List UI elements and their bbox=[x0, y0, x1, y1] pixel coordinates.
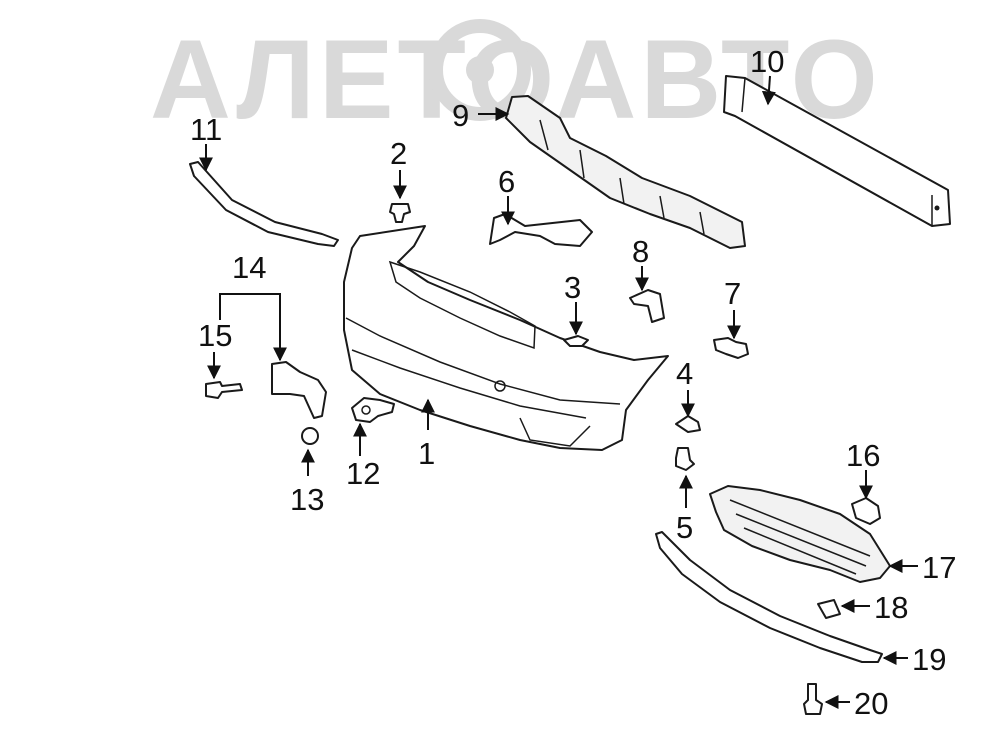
callout-4: 4 bbox=[676, 356, 693, 391]
callout-16: 16 bbox=[846, 438, 880, 473]
callout-5: 5 bbox=[676, 510, 693, 545]
callout-labels: 1 2 3 4 5 6 7 8 9 10 11 12 13 14 15 16 1… bbox=[190, 44, 956, 721]
part-9-energy-absorber bbox=[505, 95, 746, 249]
part-7-screw bbox=[713, 337, 749, 359]
callout-11: 11 bbox=[190, 112, 222, 147]
callout-6: 6 bbox=[498, 164, 515, 199]
callout-12: 12 bbox=[346, 456, 380, 491]
callout-19: 19 bbox=[912, 642, 946, 677]
callout-8: 8 bbox=[632, 234, 649, 269]
callout-3: 3 bbox=[564, 270, 581, 305]
part-11-molding-strip bbox=[189, 161, 339, 247]
callout-7: 7 bbox=[724, 276, 741, 311]
part-2-clip bbox=[389, 203, 411, 223]
part-17-under-cover bbox=[709, 485, 891, 583]
callout-13: 13 bbox=[290, 482, 324, 517]
part-8-spacer bbox=[629, 289, 665, 323]
part-3-clip bbox=[563, 335, 589, 347]
callout-9: 9 bbox=[452, 98, 469, 133]
callout-17: 17 bbox=[922, 550, 956, 585]
part-5-push-clip bbox=[675, 447, 695, 471]
callout-10: 10 bbox=[750, 44, 784, 79]
part-4-retainer bbox=[675, 415, 701, 433]
callout-18: 18 bbox=[874, 590, 908, 625]
part-15-bolt bbox=[205, 381, 243, 399]
callout-15: 15 bbox=[198, 318, 232, 353]
callout-20: 20 bbox=[854, 686, 888, 721]
part-18-nut bbox=[817, 599, 841, 619]
part-6-bracket bbox=[489, 213, 593, 247]
part-10-reinforcement-bar bbox=[723, 75, 951, 227]
part-20-bolt bbox=[803, 683, 823, 715]
part-13-plug bbox=[301, 427, 319, 445]
leader-lines bbox=[199, 75, 918, 709]
part-12-bracket bbox=[351, 397, 395, 423]
callout-14: 14 bbox=[232, 250, 266, 285]
part-16-clip bbox=[851, 497, 881, 525]
part-14-license-bracket bbox=[271, 361, 327, 419]
part-1-bumper-cover bbox=[343, 225, 669, 451]
part-19-lower-strip bbox=[655, 531, 883, 663]
callout-2: 2 bbox=[390, 136, 407, 171]
callout-1: 1 bbox=[418, 436, 435, 471]
